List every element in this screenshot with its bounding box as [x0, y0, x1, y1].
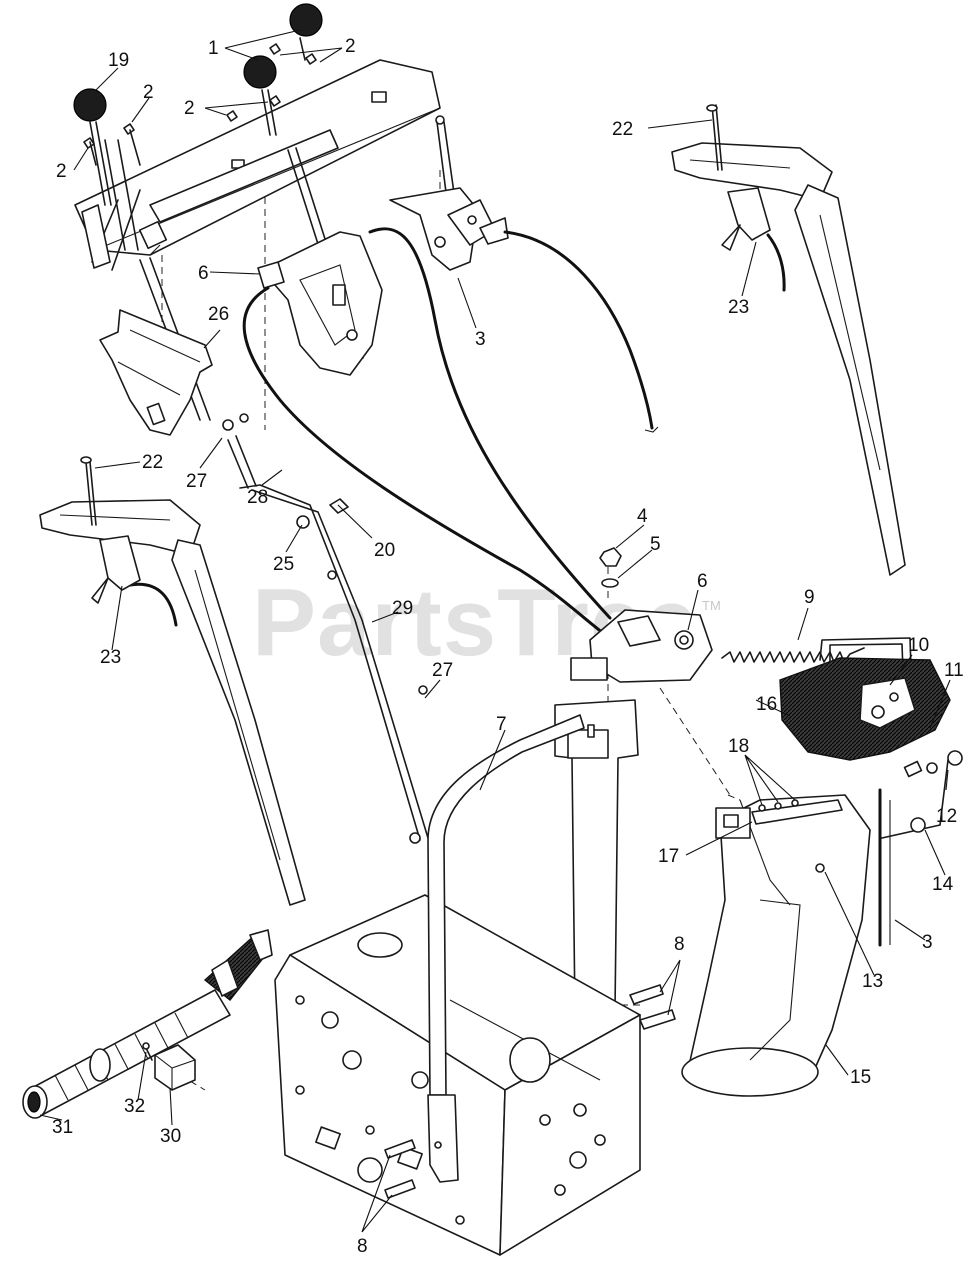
- leader-lines: [39, 29, 951, 1233]
- knob-icon: [73, 88, 107, 122]
- callout-label: 29: [392, 598, 413, 619]
- callout-label: 2: [143, 82, 154, 103]
- callout-label: 31: [52, 1117, 73, 1138]
- callout-label: 16: [756, 694, 777, 715]
- callout-label: 26: [208, 304, 229, 325]
- callout-label: 14: [932, 874, 954, 895]
- callout-label: 12: [936, 806, 957, 827]
- chute-deflector: [779, 637, 963, 839]
- callout-label: 28: [247, 487, 268, 508]
- callout-label: 25: [273, 554, 294, 575]
- callout-label: 5: [650, 534, 661, 555]
- cables: [128, 227, 891, 947]
- callout-label: 13: [862, 971, 883, 992]
- callout-label: 22: [142, 452, 163, 473]
- screws: [83, 43, 317, 166]
- callout-label: 22: [612, 119, 633, 140]
- callout-label: 23: [100, 647, 121, 668]
- right-handle: [671, 104, 906, 576]
- auger-shaft: [22, 929, 273, 1119]
- spring: [721, 647, 865, 663]
- discharge-chute: [681, 794, 871, 1097]
- callout-label: 27: [432, 660, 453, 681]
- callout-label: 27: [186, 471, 207, 492]
- callout-label: 17: [658, 846, 679, 867]
- callout-label: 3: [475, 329, 486, 350]
- callout-label: 19: [108, 50, 129, 71]
- knob-icon: [243, 55, 277, 89]
- callout-label: 2: [184, 98, 195, 119]
- callout-label: 11: [944, 660, 964, 681]
- linkage-rods: [222, 413, 429, 844]
- support-tube: [427, 714, 585, 1183]
- callout-label: 2: [56, 161, 67, 182]
- callout-label: 8: [357, 1236, 368, 1257]
- chute-base-plate: [570, 547, 713, 683]
- callout-label: 18: [728, 736, 749, 757]
- callout-label: 10: [908, 635, 929, 656]
- callout-label: 2: [345, 36, 356, 57]
- bracket-26: [99, 309, 213, 436]
- callout-label: 20: [374, 540, 395, 561]
- upper-handle-assembly: [73, 3, 456, 421]
- callout-label: 23: [728, 297, 749, 318]
- callout-label: 4: [637, 506, 648, 527]
- callout-label: 3: [922, 932, 933, 953]
- nut-icon: [599, 547, 622, 567]
- callout-label: 1: [208, 38, 219, 59]
- callout-label: 6: [697, 571, 708, 592]
- callout-label: 15: [850, 1067, 871, 1088]
- callout-labels: 1 2 2 19 2 2 2 22 6 3 23 26 22 27 28 20 …: [52, 36, 964, 1257]
- callout-label: 30: [160, 1126, 181, 1147]
- control-bracket: [389, 187, 509, 271]
- watermark-trademark: TM: [702, 598, 721, 613]
- left-handle: [39, 456, 306, 906]
- callout-label: 7: [496, 714, 507, 735]
- callout-label: 8: [674, 934, 685, 955]
- callout-label: 6: [198, 263, 209, 284]
- washer-icon: [601, 578, 619, 588]
- main-frame: [274, 699, 676, 1256]
- callout-label: 9: [804, 587, 815, 608]
- knob-icon: [289, 3, 323, 37]
- chute-control-dial: [257, 231, 383, 376]
- callout-label: 32: [124, 1096, 145, 1117]
